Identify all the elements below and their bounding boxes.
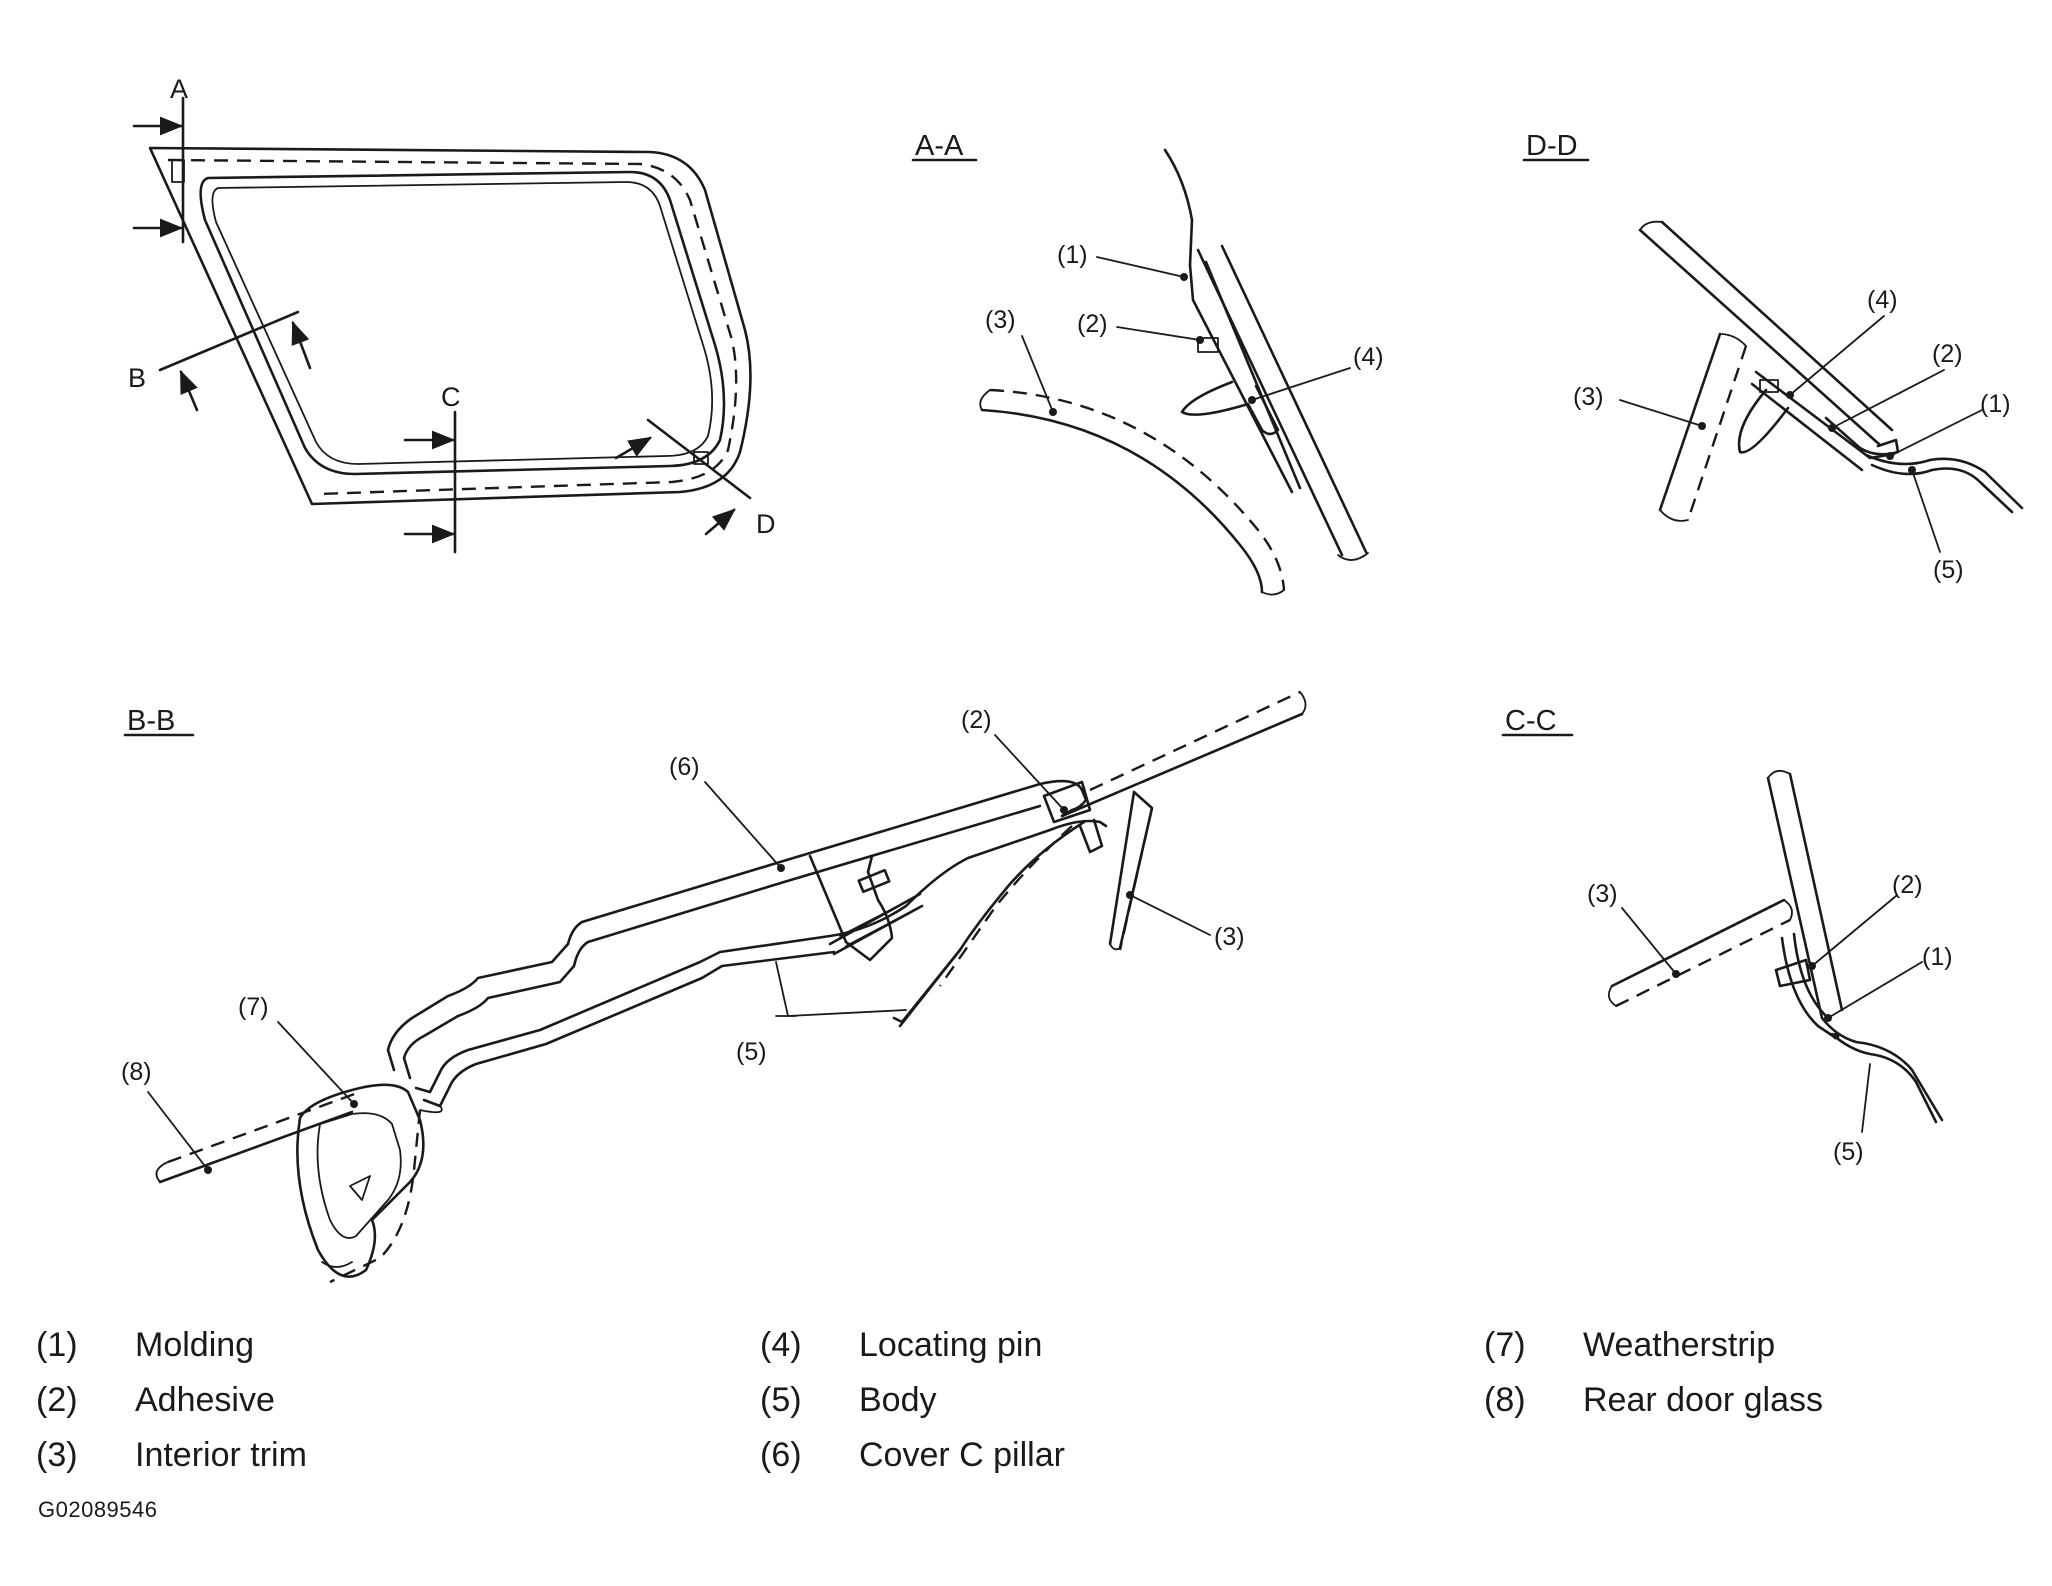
dd-callout-2: (2): [1932, 340, 1963, 368]
cut-label-c: C: [441, 382, 461, 412]
aa-callout-4: (4): [1353, 343, 1384, 371]
section-b-b: B-B: [121, 690, 1307, 1284]
bb-callout-8: (8): [121, 1058, 152, 1086]
section-d-d: D-D (3) (4) (2) (1) (5): [1522, 130, 2024, 584]
cc-callout-1: (1): [1922, 943, 1953, 971]
aa-callout-2: (2): [1077, 310, 1108, 338]
window-overview: A B C D: [128, 74, 776, 554]
section-b-b-title: B-B: [127, 705, 175, 737]
aa-callout-1: (1): [1057, 241, 1088, 269]
cc-callout-3: (3): [1587, 880, 1618, 908]
cut-label-b: B: [128, 363, 146, 393]
dd-callout-5: (5): [1933, 556, 1964, 584]
section-d-d-title: D-D: [1526, 130, 1578, 162]
dd-callout-3: (3): [1573, 383, 1604, 411]
aa-callout-3: (3): [985, 306, 1016, 334]
bb-callout-6: (6): [669, 753, 700, 781]
dd-callout-1: (1): [1980, 390, 2011, 418]
section-a-a: A-A (1) (2) (3) (4): [911, 130, 1384, 596]
cut-label-a: A: [170, 74, 188, 104]
cut-label-d: D: [756, 509, 776, 539]
cc-callout-5: (5): [1833, 1138, 1864, 1166]
bb-callout-7: (7): [238, 993, 269, 1021]
figure-id: G02089546: [38, 1497, 158, 1522]
section-c-c: C-C (3) (2) (1) (5): [1501, 705, 1953, 1166]
dd-callout-4: (4): [1867, 286, 1898, 314]
bb-callout-5: (5): [736, 1038, 767, 1066]
bb-callout-3: (3): [1214, 923, 1245, 951]
cc-callout-2: (2): [1892, 871, 1923, 899]
section-c-c-title: C-C: [1505, 705, 1557, 737]
bb-callout-2: (2): [961, 706, 992, 734]
section-a-a-title: A-A: [915, 130, 964, 162]
